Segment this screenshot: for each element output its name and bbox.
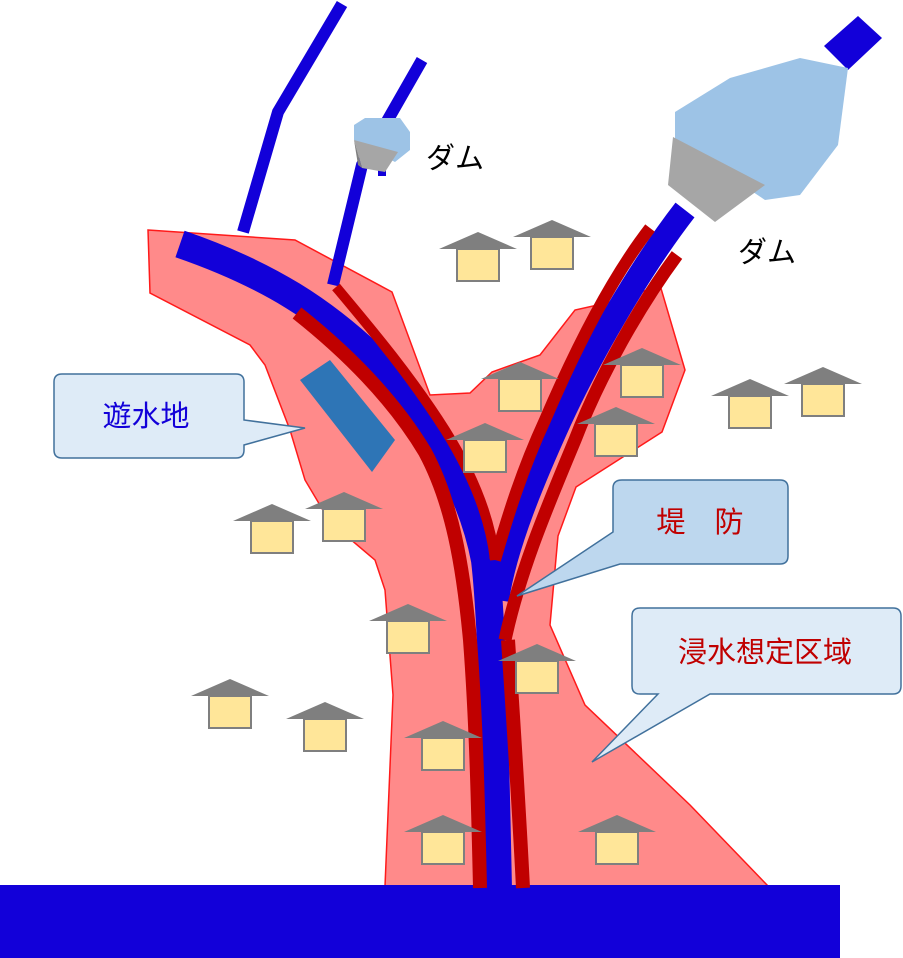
house-roof [711,379,789,396]
dam-small-water [354,118,410,162]
house-icon [578,815,656,865]
levee-upper-right-main [332,283,500,561]
house-body [421,831,465,865]
label-levee: 堤 防 [656,505,743,539]
house-body [595,831,639,865]
house-body [594,423,638,457]
tributary-right [485,202,695,602]
sea-band [0,885,840,958]
callout-retarding-basin: 遊水地 [53,373,306,459]
callout-levee: 堤 防 [516,479,789,597]
house-body [322,508,366,542]
main-river [175,230,512,891]
house-roof [305,492,383,509]
house-icon [603,348,681,398]
house-icon [404,721,482,771]
dam-small-shade [354,140,362,168]
house-body [463,439,507,473]
house-body [208,695,252,729]
house-roof [513,220,591,237]
house-roof [286,702,364,719]
house-body [515,660,559,694]
levee-left-main [292,307,487,889]
house-roof [498,644,576,661]
label-dam-small: ダム [426,141,484,175]
dam-large-outlet [824,16,882,70]
house-icon [784,367,862,417]
house-roof [603,348,681,365]
house-roof [446,423,524,440]
label-flood-area: 浸水想定区域 [678,635,852,669]
callout-retarding-basin-bubble [53,373,306,459]
house-icon [286,702,364,752]
house-icon [446,423,524,473]
house-roof [404,815,482,832]
dam-small [354,118,410,176]
house-roof [233,504,311,521]
house-body [620,364,664,398]
house-icon [305,492,383,542]
dam-large-body [668,137,765,222]
house-body [386,620,430,654]
house-roof [369,604,447,621]
house-roof [577,407,655,424]
label-dam-large: ダム [738,235,796,269]
callout-levee-bubble [516,479,789,597]
house-roof [191,679,269,696]
house-roof [578,815,656,832]
callout-flood-area: 浸水想定区域 [591,607,902,763]
house-body [456,248,500,282]
house-icon [404,815,482,865]
dam-large [668,16,882,222]
tributary-left [237,0,348,234]
house-roof [404,721,482,738]
tributary-middle [327,57,428,287]
house-body [801,383,845,417]
house-body [303,718,347,752]
house-body [530,236,574,270]
house-icon [233,504,311,554]
house-icon [513,220,591,270]
dam-small-body [354,140,398,172]
levee-right-right-river [498,251,683,642]
house-body [421,737,465,771]
house-roof [481,362,559,379]
house-icon [439,232,517,282]
house-body [498,378,542,412]
house-body [250,520,294,554]
levee-right-lower [501,639,530,889]
label-retarding-basin: 遊水地 [102,399,189,433]
callout-flood-area-bubble [591,607,902,763]
house-icon [711,379,789,429]
house-roof [784,367,862,384]
house-icon [498,644,576,694]
house-icon [577,407,655,457]
house-icon [369,604,447,654]
house-icon [481,362,559,412]
house-roof [439,232,517,249]
dam-small-spillway [378,168,386,176]
levee-left-right-river [489,224,655,562]
retarding-basin [300,360,395,472]
houses [191,220,862,865]
house-body [728,395,772,429]
house-icon [191,679,269,729]
